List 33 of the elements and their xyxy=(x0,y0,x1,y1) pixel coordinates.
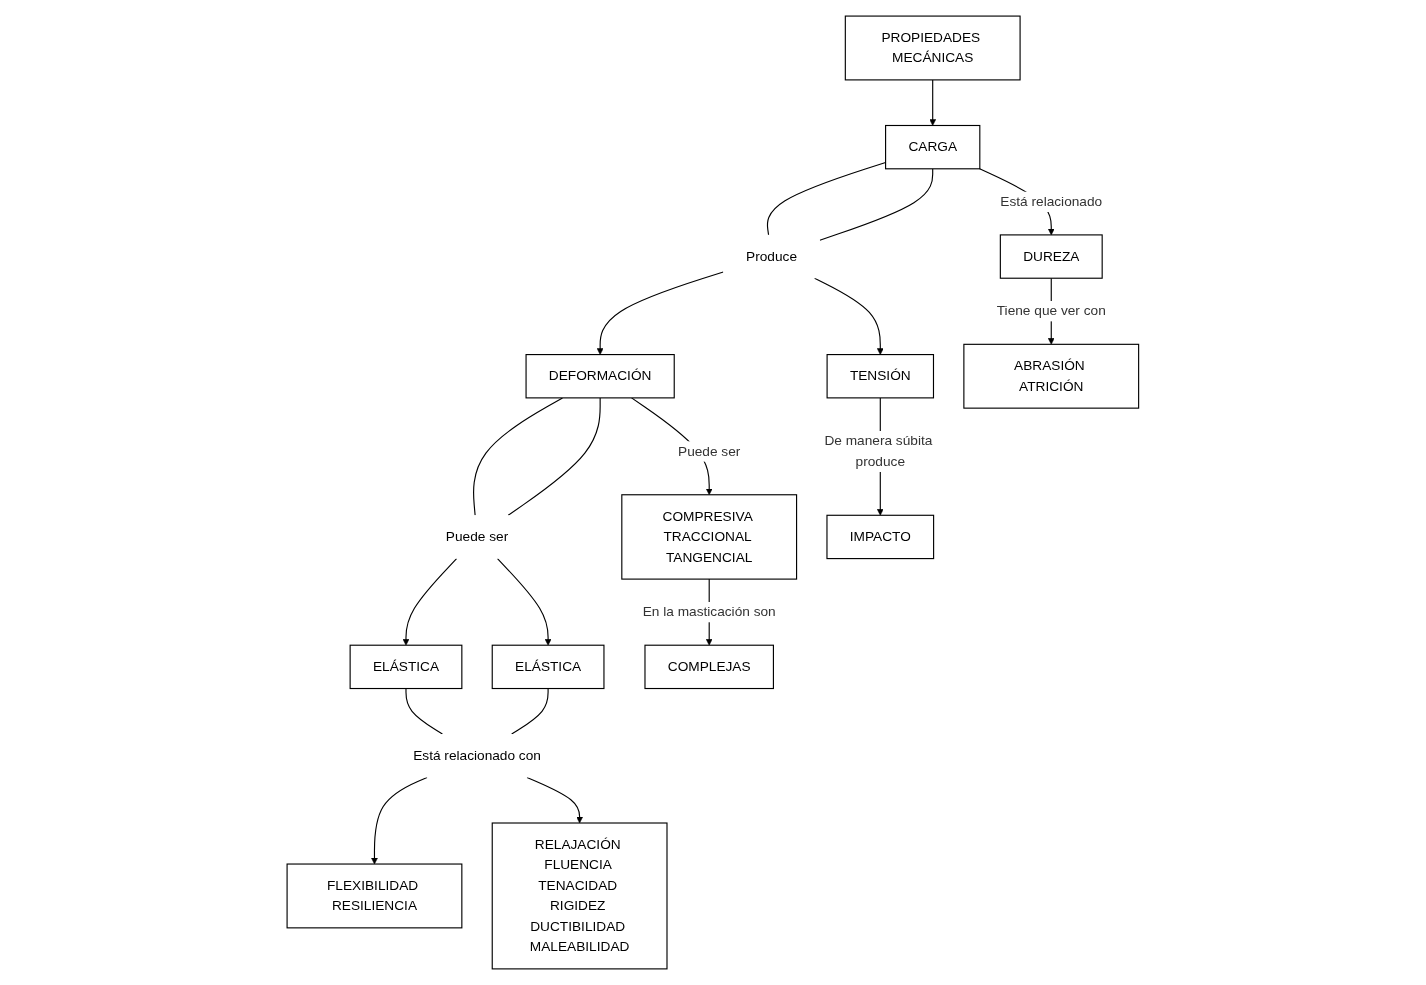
node-box: RELAJACIÓN FLUENCIA TENACIDAD RIGIDEZ DUCTIBILIDAD MALEABILIDAD xyxy=(491,822,668,970)
connector xyxy=(405,687,444,735)
arrow xyxy=(814,277,884,355)
connector xyxy=(507,397,601,516)
node-box: DUREZA xyxy=(999,234,1103,279)
arrow xyxy=(596,271,724,355)
node-box: ELÁSTICA xyxy=(491,644,605,690)
node-box: ELÁSTICA xyxy=(349,644,463,690)
node-text: Está relacionado con xyxy=(413,747,542,763)
edge-label: Está relacionado xyxy=(1000,193,1103,210)
node-box: COMPRESIVA TRACCIONAL TANGENCIAL xyxy=(621,494,798,580)
node-text: Produce xyxy=(746,248,798,264)
arrow xyxy=(526,776,584,824)
arrow xyxy=(402,558,458,646)
node-box: COMPLEJAS xyxy=(644,644,775,690)
edge-label: De manera súbita produce xyxy=(824,433,933,469)
node-text: Puede ser xyxy=(446,528,509,545)
connector xyxy=(473,397,564,516)
arrow xyxy=(497,558,552,646)
arrow xyxy=(371,776,428,865)
arrow xyxy=(929,79,937,126)
node-box: DEFORMACIÓN xyxy=(525,354,675,399)
node-box: PROPIEDADES MECÁNICAS xyxy=(844,15,1021,81)
node-box: TENSIÓN xyxy=(826,354,935,399)
edge-label: En la masticación son xyxy=(642,604,776,620)
node-box: ABRASIÓN ATRICIÓN xyxy=(963,343,1140,409)
node-box: IMPACTO xyxy=(826,514,935,560)
edge-label: Tiene que ver con xyxy=(996,303,1106,319)
connector xyxy=(511,687,549,735)
node-box: FLEXIBILIDAD RESILIENCIA xyxy=(286,863,463,929)
node-box: CARGA xyxy=(885,124,981,170)
edge-label: Puede ser xyxy=(678,443,741,459)
connector xyxy=(819,168,934,241)
